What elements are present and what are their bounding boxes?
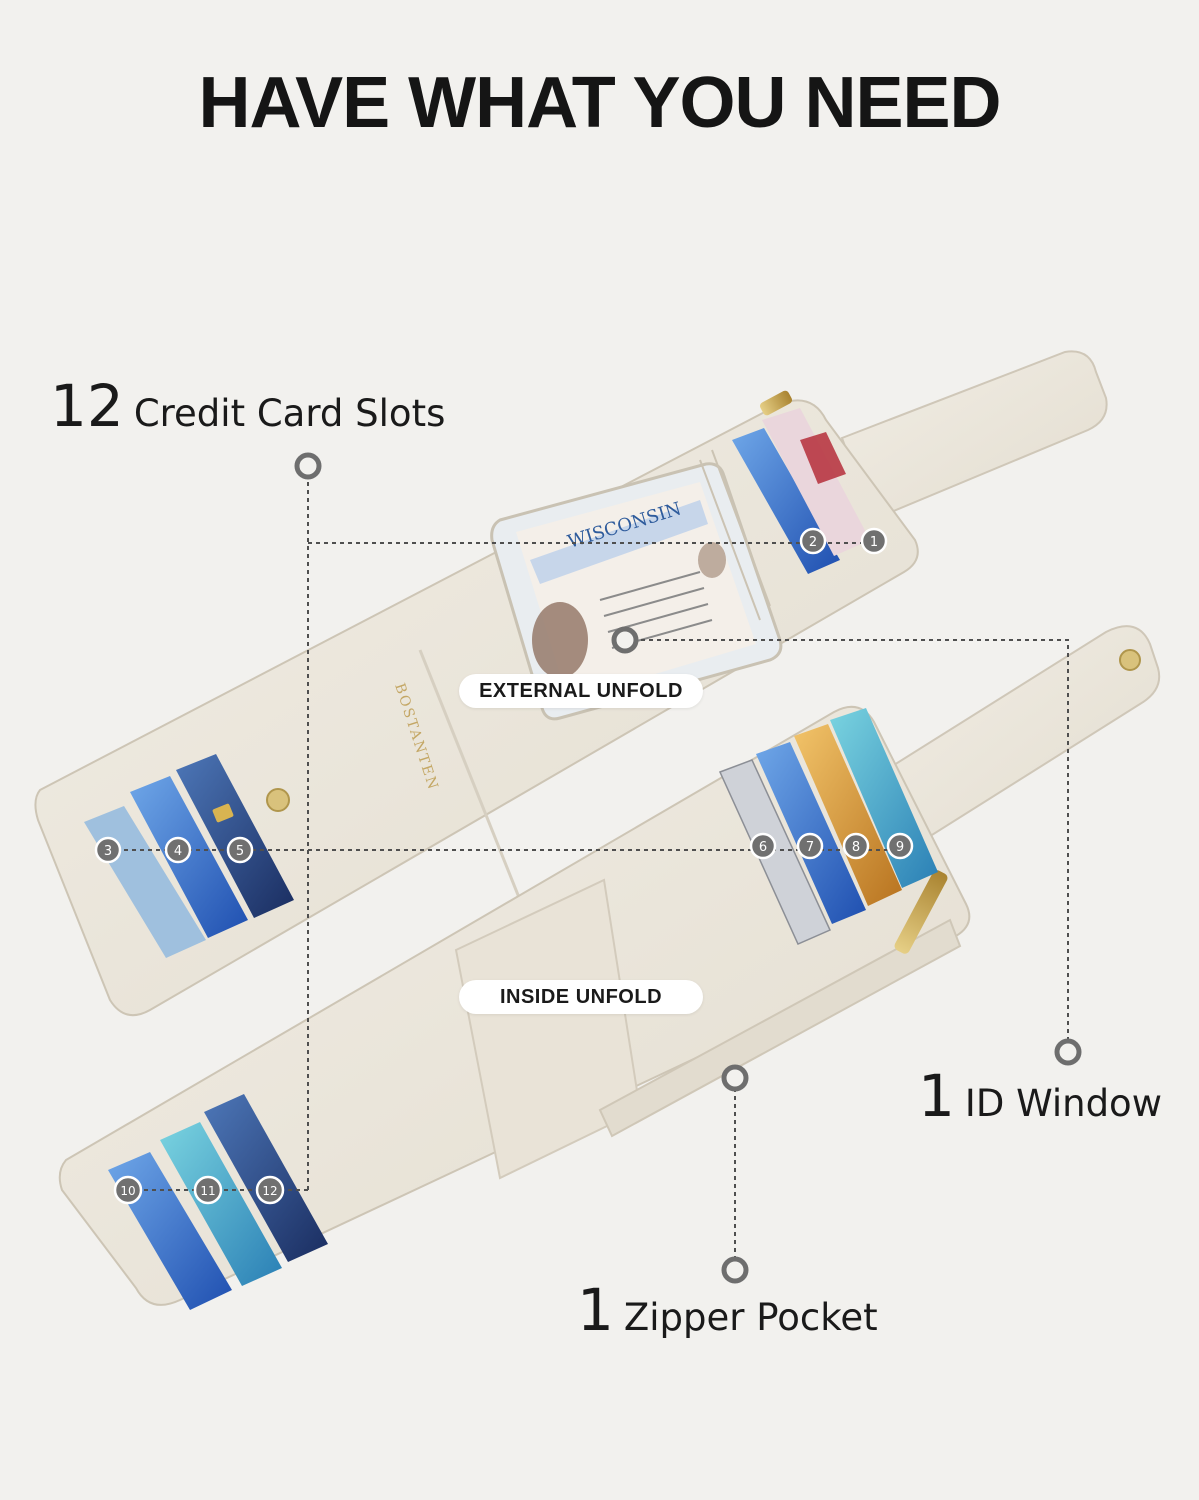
slot-marker: 2 [799, 527, 827, 555]
slot-number: 1 [870, 535, 878, 550]
id-card-lines [599, 571, 713, 649]
slot-markers: 1 2 3 4 5 6 7 8 9 10 11 12 [94, 527, 914, 1205]
slot-number: 5 [236, 844, 244, 859]
inside-strap [884, 625, 1161, 842]
slot-number: 9 [896, 840, 904, 855]
slot-marker: 8 [842, 832, 870, 860]
zipper-anchor-icon [721, 1064, 749, 1092]
anchor-rings [294, 452, 1082, 1284]
slot-number: 3 [104, 844, 112, 859]
card-chip [212, 803, 234, 823]
external-zipper [759, 390, 793, 416]
external-fold-seam [418, 649, 522, 901]
slot-number: 8 [852, 840, 860, 855]
slot-marker: 5 [226, 836, 254, 864]
slot-marker: 1 [860, 527, 888, 555]
slot-marker: 6 [749, 832, 777, 860]
slot-number: 2 [809, 535, 817, 550]
slot-marker: 9 [886, 832, 914, 860]
slot-marker: 12 [255, 1175, 285, 1205]
card-slot-11-card [160, 1122, 282, 1286]
feature-zipper-pocket-label: Zipper Pocket [623, 1296, 878, 1339]
slot-number: 7 [806, 840, 814, 855]
id-window-label-anchor-icon [1054, 1038, 1082, 1066]
id-photo-small [698, 542, 726, 578]
slot-number: 6 [759, 840, 767, 855]
zipper-pull [894, 870, 948, 954]
slot-number: 12 [262, 1184, 277, 1198]
slot-number: 10 [120, 1184, 135, 1198]
slot-marker: 10 [113, 1175, 143, 1205]
feature-card-slots-count: 12 [50, 372, 124, 440]
feature-id-window-label: ID Window [964, 1082, 1162, 1125]
id-window: WISCONSIN [490, 462, 783, 721]
feature-id-window-count: 1 [918, 1062, 955, 1130]
feature-zipper-pocket-count: 1 [577, 1276, 614, 1344]
feature-card-slots-label: Credit Card Slots [133, 392, 446, 435]
slot-marker: 3 [94, 836, 122, 864]
inside-unfold-label: INSIDE UNFOLD [459, 980, 703, 1014]
external-unfold-label: EXTERNAL UNFOLD [459, 674, 703, 708]
card-slot-1-card [762, 408, 870, 556]
slot-number: 4 [174, 844, 182, 859]
id-window-callout-line [625, 639, 1069, 1052]
slot-number: 11 [200, 1184, 215, 1198]
external-snap-button [266, 788, 290, 812]
zipper-pocket [598, 918, 962, 1138]
zipper-label-anchor-icon [721, 1256, 749, 1284]
card-slot-8-card [794, 724, 902, 906]
card-slot-5-card [176, 754, 294, 918]
inside-snap-button [1119, 649, 1141, 671]
card-slot-6-card [718, 759, 832, 945]
id-card-header [530, 500, 708, 584]
slot-marker: 7 [796, 832, 824, 860]
slot-marker: 4 [164, 836, 192, 864]
external-strap [840, 350, 1108, 522]
external-slot-lines [699, 449, 771, 621]
id-window-anchor-icon [611, 626, 639, 654]
card-slots-anchor-icon [294, 452, 322, 480]
page-title: HAVE WHAT YOU NEED [198, 63, 1001, 143]
id-photo [532, 602, 588, 678]
slot-marker: 11 [193, 1175, 223, 1205]
